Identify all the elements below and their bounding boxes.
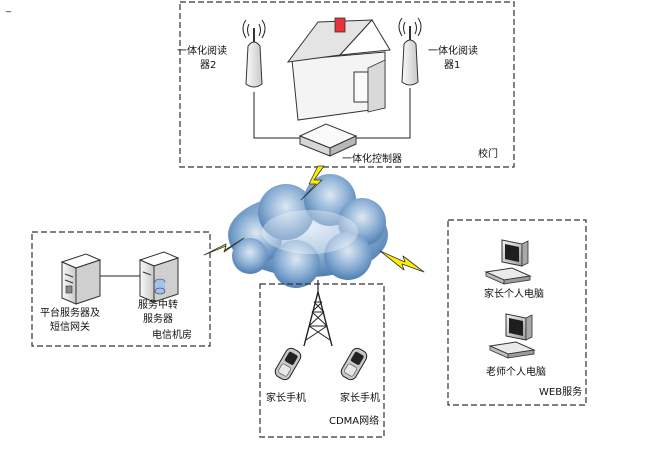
reader2-wire — [253, 92, 300, 139]
platform-server-label-line2: 短信网关 — [50, 320, 90, 333]
reader-1-label-line2: 器1 — [444, 59, 460, 71]
server-room-label: 电信机房 — [152, 328, 192, 341]
cell-tower-icon — [303, 280, 333, 347]
web-boundary — [447, 219, 587, 406]
reader-1-label-line1: 一体化阅读 — [428, 44, 478, 57]
platform-server-icon — [60, 253, 102, 305]
parent-pc-label: 家长个人电脑 — [484, 287, 544, 300]
web-zone: 家长个人电脑 老师个人电脑 WEB服务 — [447, 219, 587, 406]
platform-server-label-line1: 平台服务器及 — [40, 306, 100, 319]
server-room-zone: 平台服务器及 短信网关 服务中转 服务器 电信机房 — [31, 231, 211, 347]
reader-2-label-line1: 一体化阅读 — [177, 44, 227, 57]
phone-2-icon — [340, 347, 368, 381]
teacher-pc-icon — [488, 313, 536, 359]
relay-server-icon — [138, 251, 180, 303]
reader-2-icon — [242, 19, 266, 88]
reader1-wire — [355, 88, 411, 139]
lightning-school-icon — [300, 165, 325, 201]
server-room-boundary — [31, 231, 211, 347]
phone-1-label: 家长手机 — [266, 391, 306, 404]
reader-1-icon — [398, 17, 422, 86]
relay-server-label-line2: 服务器 — [143, 312, 173, 325]
web-label: WEB服务 — [539, 385, 582, 398]
cdma-label: CDMA网络 — [329, 414, 379, 427]
reader-2-label-line2: 器2 — [200, 59, 216, 71]
school-gate-zone: 校门 一体化阅读 器2 — [177, 1, 515, 168]
corner-mark: _ — [5, 2, 12, 13]
phone-1-icon — [274, 347, 302, 381]
school-building-icon — [286, 17, 391, 121]
internet-cloud-icon — [228, 174, 388, 288]
school-gate-boundary — [179, 1, 515, 168]
lightning-web-icon — [379, 250, 425, 273]
teacher-pc-label: 老师个人电脑 — [486, 365, 546, 378]
phone-2-label: 家长手机 — [340, 391, 380, 404]
cdma-boundary — [259, 283, 385, 438]
school-gate-label: 校门 — [478, 147, 498, 160]
flag-icon — [334, 17, 346, 33]
relay-server-label-line1: 服务中转 — [138, 298, 178, 311]
cdma-zone: 家长手机 家长手机 CDMA网络 — [259, 280, 385, 438]
lightning-server-icon — [203, 237, 245, 256]
controller-label: 一体化控制器 — [342, 152, 402, 165]
parent-pc-icon — [484, 239, 532, 285]
controller-icon — [298, 123, 358, 157]
